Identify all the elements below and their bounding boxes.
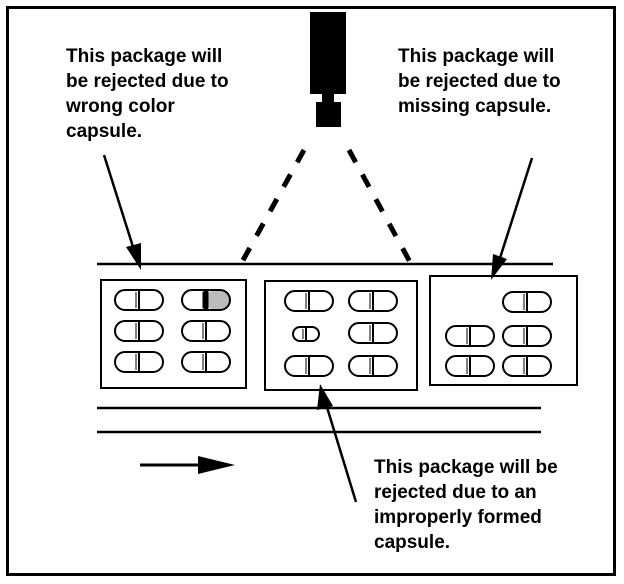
annotation-malformed-capsule: This package will be rejected due to an …	[374, 455, 558, 555]
capsule	[348, 322, 398, 344]
pointer-arrow-missing	[491, 157, 534, 280]
capsule	[284, 290, 334, 312]
annotation-line: improperly formed	[374, 507, 542, 528]
capsule	[181, 320, 231, 342]
capsule-wrong-color	[181, 289, 231, 311]
capsule	[502, 291, 552, 313]
capsule	[114, 320, 164, 342]
capsule	[181, 351, 231, 373]
right-arrow-icon	[140, 456, 235, 474]
annotation-line: rejected due to an	[374, 482, 537, 503]
capsule	[445, 325, 495, 347]
annotation-wrong-color: This package will be rejected due to wro…	[66, 44, 229, 144]
annotation-line: be rejected due to	[398, 71, 561, 92]
capsule	[114, 351, 164, 373]
capsule	[348, 290, 398, 312]
camera-view-right	[346, 148, 413, 264]
diagram-frame	[6, 6, 616, 576]
camera-view-left	[239, 148, 307, 264]
annotation-line: wrong color	[66, 96, 175, 117]
annotation-line: missing capsule.	[398, 96, 552, 117]
capsule	[502, 355, 552, 377]
capsule-malformed	[292, 326, 320, 342]
capsule	[445, 355, 495, 377]
pointer-arrow-wrong-color	[102, 154, 141, 270]
annotation-line: This package will be	[374, 457, 558, 478]
annotation-line: This package will	[398, 46, 555, 67]
package-malformed	[264, 280, 418, 391]
annotation-line: capsule.	[66, 121, 143, 142]
capsule	[114, 289, 164, 311]
annotation-line: be rejected due to	[66, 71, 229, 92]
pointer-arrow-malformed	[317, 384, 358, 503]
capsule	[284, 355, 334, 377]
annotation-line: capsule.	[374, 532, 451, 553]
annotation-missing-capsule: This package will be rejected due to mis…	[398, 44, 561, 119]
capsule	[348, 355, 398, 377]
inspection-camera-icon	[310, 12, 346, 127]
capsule-group	[114, 289, 552, 377]
capsule	[502, 325, 552, 347]
annotation-line: This package will	[66, 46, 223, 67]
